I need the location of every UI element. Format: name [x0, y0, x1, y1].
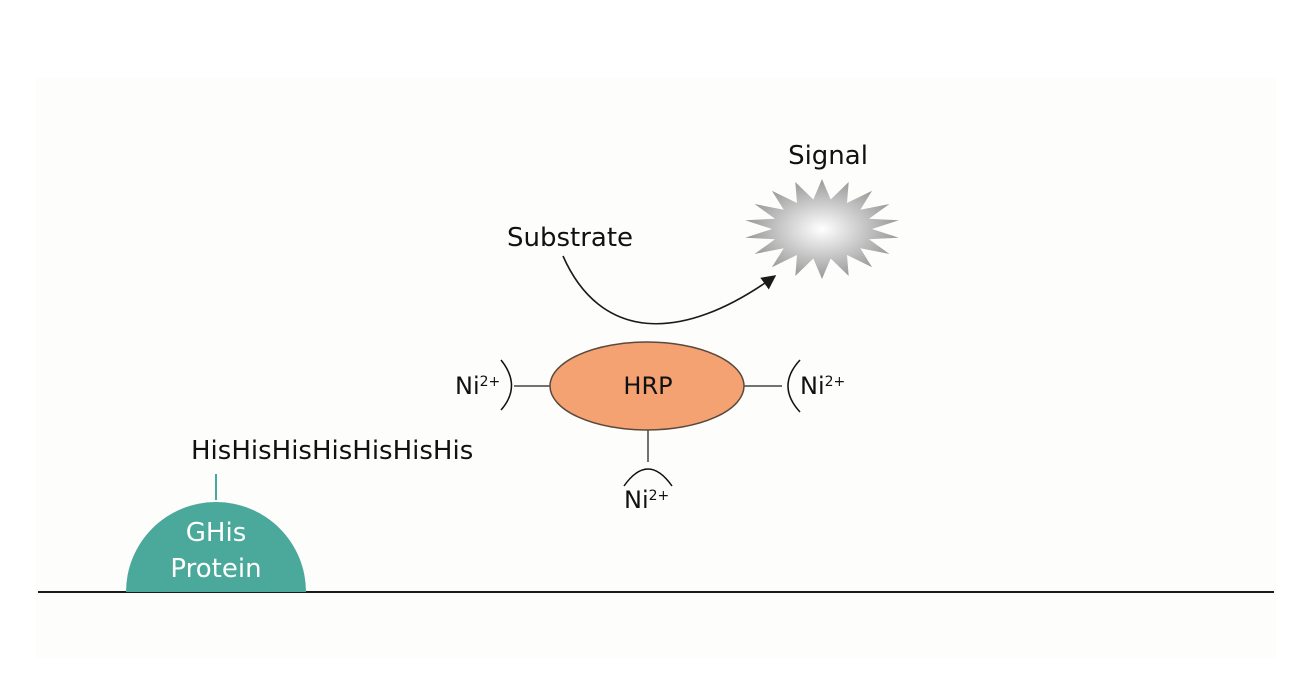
his-tag-label: HisHisHisHisHisHisHis: [191, 436, 473, 466]
ni-left-bracket: [500, 359, 513, 411]
hrp-enzyme: [549, 341, 745, 431]
ni-left-label: Ni2+: [455, 372, 500, 400]
ghis-protein: [126, 502, 306, 592]
protein-label-line1: GHis: [186, 518, 246, 548]
ni-bottom-bracket: [623, 468, 673, 487]
protein-label-line2: Protein: [170, 554, 261, 584]
signal-label: Signal: [788, 141, 868, 171]
substrate-label: Substrate: [507, 223, 633, 253]
hrp-label: HRP: [623, 372, 672, 400]
ni-right-label: Ni2+: [800, 372, 845, 400]
substrate-to-signal-arrow: [562, 255, 777, 325]
ni-bottom-label: Ni2+: [624, 486, 669, 514]
starburst-icon: [745, 179, 899, 279]
ni-right-bracket: [787, 359, 801, 413]
